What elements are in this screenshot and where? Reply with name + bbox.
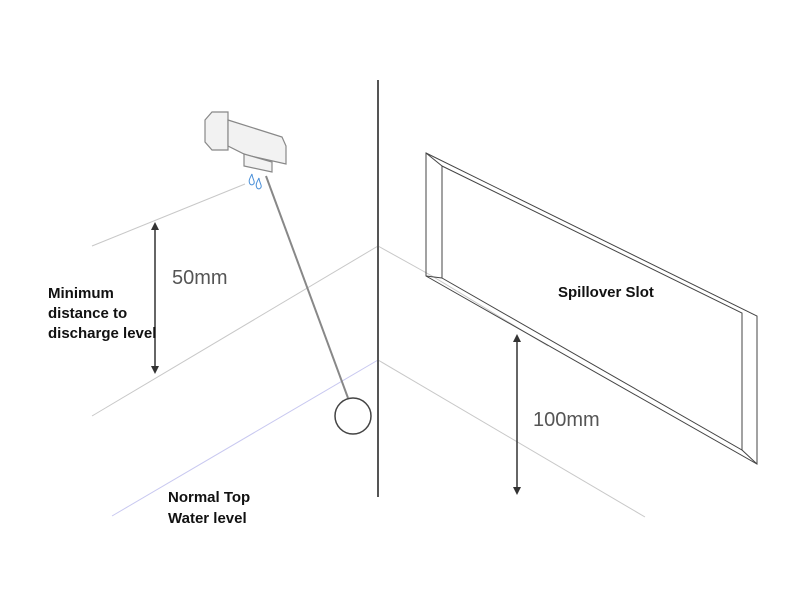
minimum-distance-label-line1: Minimum: [48, 285, 114, 302]
floor-line-right: [377, 359, 646, 518]
perspective-lines: [91, 183, 646, 518]
tap-level-line: [91, 183, 246, 247]
tap-icon: [204, 111, 287, 173]
dimension-label-100mm: 100mm: [533, 409, 600, 431]
spillover-slot: [425, 152, 758, 465]
slot-edge-right: [741, 449, 758, 465]
tap-spout: [243, 153, 273, 173]
normal-water-level-label-line2: Water level: [168, 510, 247, 527]
slot-edge-top: [425, 152, 443, 167]
plug-chain: [265, 175, 349, 399]
dimension-label-50mm: 50mm: [172, 267, 228, 289]
tap-mount: [204, 111, 229, 151]
discharge-level-line-left: [91, 245, 379, 417]
minimum-distance-label-line3: discharge level: [48, 325, 156, 342]
slot-inner: [441, 165, 743, 451]
normal-water-level-line: [111, 359, 379, 517]
discharge-level-line-right: [377, 245, 433, 277]
spillover-slot-label: Spillover Slot: [558, 284, 654, 301]
plug-icon: [334, 397, 372, 435]
normal-water-level-label-line1: Normal Top: [168, 489, 250, 506]
slot-edge-bottom: [425, 275, 443, 279]
minimum-distance-label-line2: distance to: [48, 305, 127, 322]
tap-body: [227, 119, 287, 165]
water-drops-icon: [248, 173, 262, 190]
